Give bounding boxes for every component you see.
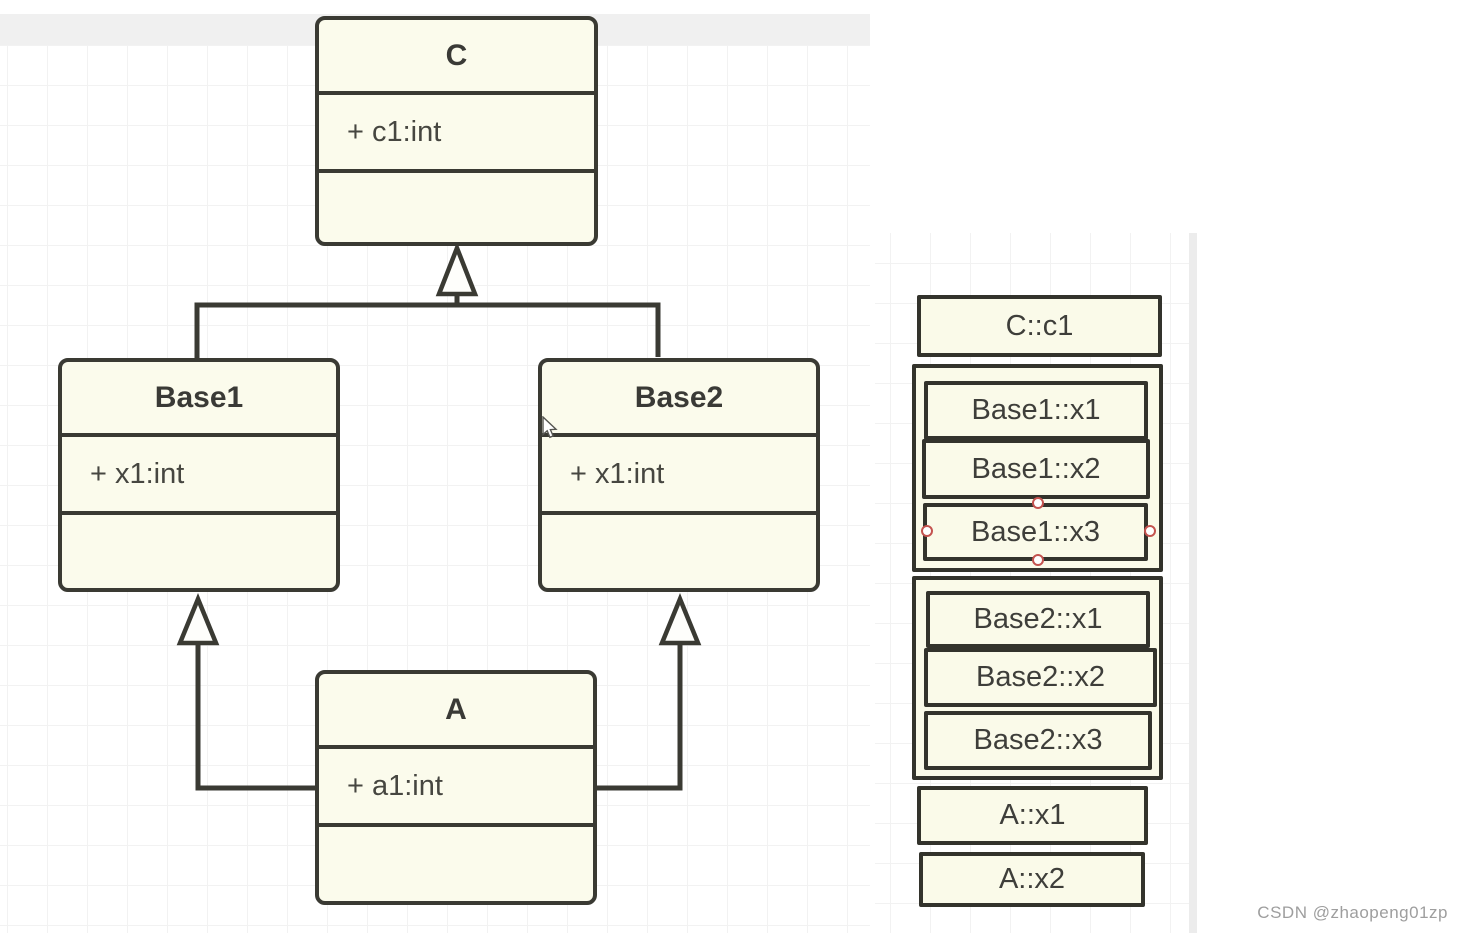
class-box-a[interactable]: A + a1:int bbox=[315, 670, 597, 905]
class-operations-empty bbox=[542, 515, 816, 588]
memory-cell-base2-x2[interactable]: Base2::x2 bbox=[924, 648, 1157, 707]
class-name: Base2 bbox=[542, 362, 816, 437]
generalization-arrowhead-icon bbox=[435, 241, 479, 297]
memory-cell-base2-x1[interactable]: Base2::x1 bbox=[926, 591, 1150, 648]
uml-canvas[interactable]: C + c1:int Base1 + x1:int Base2 + x1:int… bbox=[0, 0, 870, 933]
class-operations-empty bbox=[62, 515, 336, 588]
class-operations-empty bbox=[319, 827, 593, 901]
selection-handle-right[interactable] bbox=[1144, 525, 1156, 537]
class-operations-empty bbox=[319, 173, 594, 242]
attribute-text: + c1:int bbox=[347, 115, 442, 148]
memory-cell-base2-x3[interactable]: Base2::x3 bbox=[924, 711, 1152, 770]
selection-handle-top[interactable] bbox=[1032, 497, 1044, 509]
generalization-arrowhead-icon bbox=[658, 593, 702, 646]
inheritance-connectors bbox=[176, 241, 702, 791]
class-attributes: + c1:int bbox=[319, 95, 594, 173]
attribute-text: + a1:int bbox=[347, 769, 443, 802]
class-attributes: + a1:int bbox=[319, 749, 593, 827]
mouse-cursor-icon bbox=[542, 416, 558, 439]
generalization-arrowhead-icon bbox=[176, 593, 220, 646]
csdn-watermark: CSDN @zhaopeng01zp bbox=[1257, 903, 1448, 922]
memory-cell-c-c1[interactable]: C::c1 bbox=[917, 295, 1162, 357]
class-name: C bbox=[319, 20, 594, 95]
class-box-base1[interactable]: Base1 + x1:int bbox=[58, 358, 340, 592]
class-box-c[interactable]: C + c1:int bbox=[315, 16, 598, 246]
connector-a-to-base2[interactable] bbox=[597, 593, 702, 791]
memory-cell-base1-x1[interactable]: Base1::x1 bbox=[924, 381, 1148, 440]
class-name: A bbox=[319, 674, 593, 749]
selection-handle-bottom[interactable] bbox=[1032, 554, 1044, 566]
class-attributes: + x1:int bbox=[62, 437, 336, 515]
top-white-strip bbox=[0, 0, 870, 14]
attribute-text: + x1:int bbox=[570, 457, 665, 490]
class-name: Base1 bbox=[62, 362, 336, 437]
connector-base1-base2-to-c[interactable] bbox=[194, 241, 661, 358]
memory-cell-a-x1[interactable]: A::x1 bbox=[917, 786, 1148, 845]
class-box-base2[interactable]: Base2 + x1:int bbox=[538, 358, 820, 592]
connector-a-to-base1[interactable] bbox=[176, 593, 315, 791]
class-attributes: + x1:int bbox=[542, 437, 816, 515]
memory-cell-base1-x3-selected[interactable]: Base1::x3 bbox=[923, 503, 1148, 561]
selection-handle-left[interactable] bbox=[921, 525, 933, 537]
scrollbar-track[interactable] bbox=[1189, 233, 1197, 933]
memory-cell-base1-x2[interactable]: Base1::x2 bbox=[922, 439, 1150, 499]
memory-cell-a-x2[interactable]: A::x2 bbox=[919, 852, 1145, 907]
attribute-text: + x1:int bbox=[90, 457, 185, 490]
